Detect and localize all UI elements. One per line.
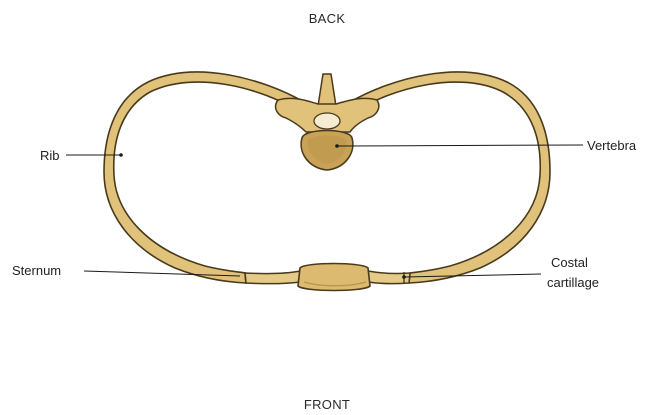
rib-pointer-dot <box>119 153 123 157</box>
front-label: FRONT <box>304 397 350 412</box>
costal-cartilage-label-line1: Costal <box>551 255 588 270</box>
vertebra-pointer-dot <box>335 144 339 148</box>
costal-cartilage-label-line2: cartillage <box>547 275 599 290</box>
rib-label: Rib <box>40 148 60 163</box>
vertebral-foramen <box>314 113 340 129</box>
sternum-label: Sternum <box>12 263 61 278</box>
vertebra-label: Vertebra <box>587 138 637 153</box>
spinous-process <box>318 74 336 106</box>
costal-cartilage-pointer-dot <box>402 275 406 279</box>
sternum <box>298 264 370 291</box>
left-costal-cartilage <box>245 271 300 284</box>
right-rib <box>350 72 550 283</box>
back-label: BACK <box>309 11 346 26</box>
left-rib <box>104 72 304 283</box>
left-rib-cartilage-joint <box>245 272 246 284</box>
